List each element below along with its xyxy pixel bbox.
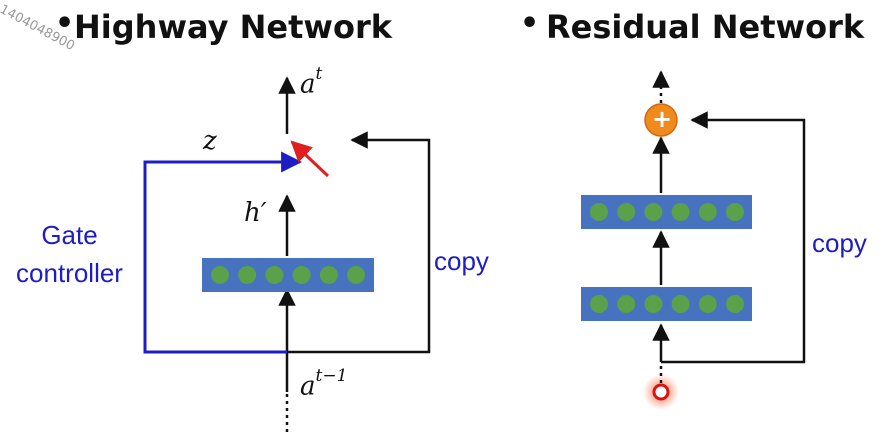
residual-lower-neuron xyxy=(726,295,744,313)
residual-lower-neuron xyxy=(698,295,717,313)
gate-z-label: z xyxy=(203,126,217,156)
residual-upper-neuron xyxy=(617,203,636,221)
residual-upper-neuron xyxy=(644,203,663,221)
highway-copy-path xyxy=(287,131,431,354)
residual-adder-node xyxy=(644,103,678,137)
residual-input-node xyxy=(652,383,670,401)
residual-upper-neuron xyxy=(590,203,608,221)
residual-upper-neuron xyxy=(698,203,717,221)
hidden-h-prime-label: h′ xyxy=(244,198,267,228)
residual-upper-neuron xyxy=(726,203,744,221)
residual-lower-neuron xyxy=(590,295,608,313)
residual-upper-neurons xyxy=(590,203,744,221)
highway-output-label: at xyxy=(300,64,323,100)
highway-gate-switch xyxy=(290,140,330,178)
residual-lower-neurons xyxy=(590,295,744,313)
residual-copy-path xyxy=(661,111,806,364)
highway-diagram xyxy=(143,76,431,432)
highway-neurons xyxy=(211,266,365,284)
residual-diagram xyxy=(581,70,806,410)
residual-network-title: Residual Network xyxy=(546,8,865,46)
residual-lower-neuron xyxy=(671,295,690,313)
gate-controller-line1: Gate xyxy=(41,220,98,250)
highway-neuron xyxy=(292,266,311,284)
residual-lower-neuron xyxy=(644,295,663,313)
residual-upper-neuron xyxy=(671,203,690,221)
highway-neuron xyxy=(265,266,284,284)
highway-copy-label: copy xyxy=(434,246,489,276)
residual-lower-neuron xyxy=(617,295,636,313)
adder-plus-symbol: + xyxy=(652,105,673,133)
highway-title-bullet: • xyxy=(55,6,75,41)
residual-copy-label: copy xyxy=(812,228,867,258)
highway-neuron xyxy=(211,266,229,284)
highway-hidden-layer xyxy=(202,258,374,292)
residual-lower-layer xyxy=(581,287,752,321)
residual-title-bullet: • xyxy=(520,6,540,41)
gate-controller-label: Gate controller xyxy=(2,216,137,292)
residual-upper-layer xyxy=(581,195,752,229)
highway-neuron xyxy=(319,266,338,284)
highway-network-title: Highway Network xyxy=(74,8,392,46)
highway-neuron xyxy=(238,266,257,284)
highway-input-label: at−1 xyxy=(300,366,348,402)
gate-controller-line2: controller xyxy=(16,258,123,288)
gate-controller-path xyxy=(143,151,303,354)
highway-neuron xyxy=(347,266,365,284)
